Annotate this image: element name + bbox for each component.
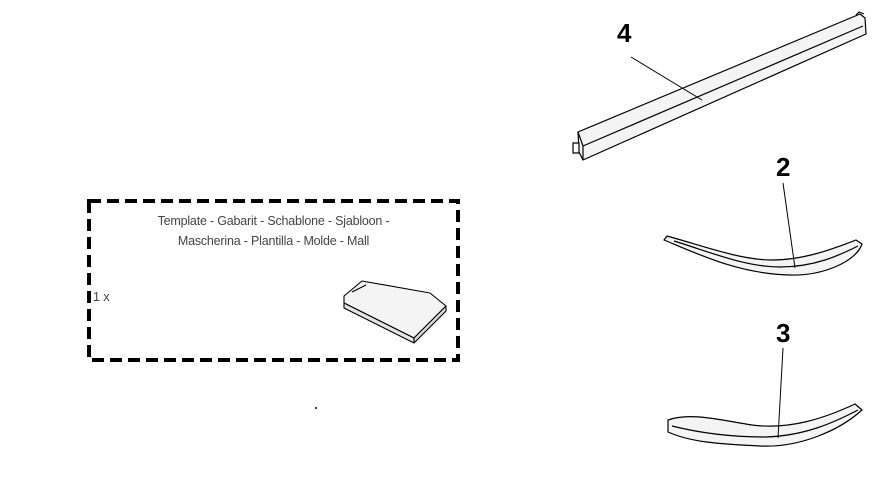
callout-part-4: 4 (617, 18, 632, 48)
callout-part-2: 2 (776, 152, 791, 182)
template-caption-line-2: Mascherina - Plantilla - Molde - Mall (177, 234, 370, 248)
leader-line-3 (777, 347, 784, 439)
callout-part-3: 3 (776, 318, 791, 348)
leader-line-4 (630, 56, 703, 101)
leader-line-2 (782, 182, 796, 269)
part-3-curved-trim (667, 403, 863, 447)
template-frame (87, 199, 460, 362)
template-box: Template - Gabarit - Schablone - Sjabloo… (87, 199, 460, 362)
template-quantity: 1 x (93, 290, 110, 304)
part-4-strip (572, 11, 867, 161)
template-caption-line-1: Template - Gabarit - Schablone - Sjabloo… (157, 214, 390, 228)
template-card-icon (343, 280, 447, 344)
stray-mark (315, 407, 317, 409)
part-2-curved-trim (663, 235, 863, 276)
